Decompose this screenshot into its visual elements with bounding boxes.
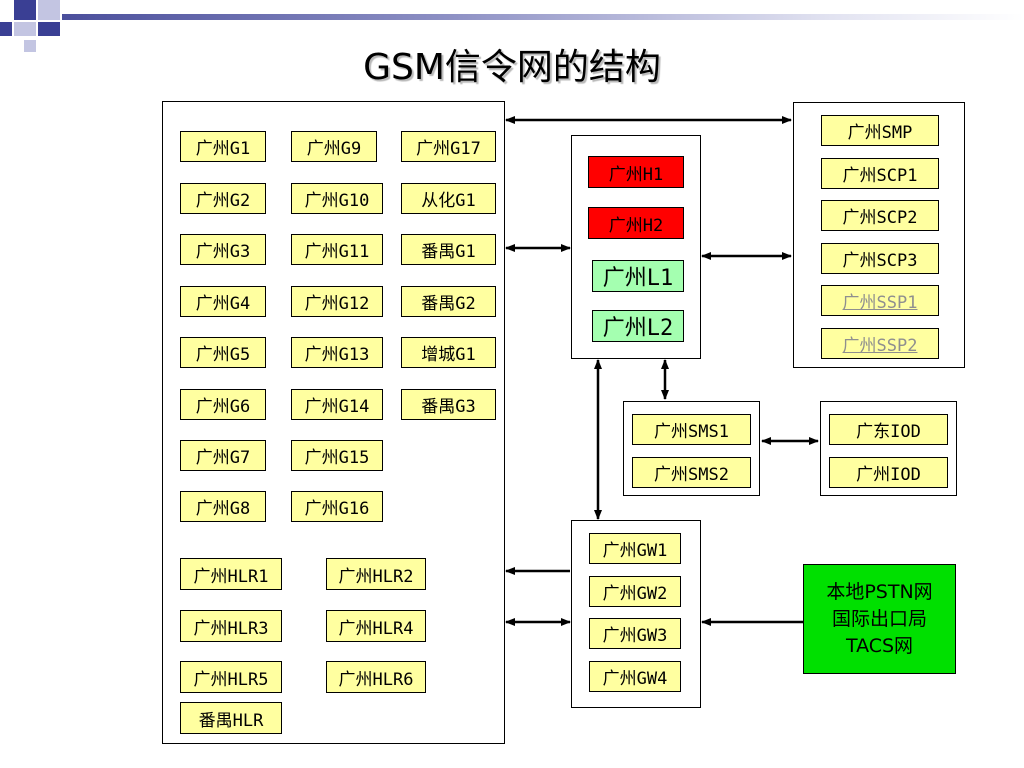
iod-node[interactable]: 广州IOD bbox=[829, 457, 948, 488]
hlr-node[interactable]: 广州HLR4 bbox=[326, 610, 426, 642]
header-bar bbox=[62, 14, 1024, 20]
gmsc-node[interactable]: 广州G5 bbox=[180, 337, 266, 368]
hlr-node[interactable]: 广州HLR1 bbox=[180, 558, 282, 590]
gmsc-node[interactable]: 广州G4 bbox=[180, 286, 266, 317]
ssp-node[interactable]: 广州SSP2 bbox=[821, 328, 939, 359]
hlr-node[interactable]: 番禺HLR bbox=[180, 702, 282, 734]
iod-panel: 广东IOD 广州IOD bbox=[820, 401, 957, 496]
scp-panel: 广州SMP 广州SCP1 广州SCP2 广州SCP3 广州SSP1 广州SSP2 bbox=[793, 102, 965, 368]
gmsc-node[interactable]: 番禺G1 bbox=[401, 234, 496, 265]
iod-node[interactable]: 广东IOD bbox=[829, 414, 948, 445]
lstp-node[interactable]: 广州L1 bbox=[592, 260, 684, 292]
stp-panel: 广州H1 广州H2 广州L1 广州L2 bbox=[571, 135, 701, 359]
gw-panel: 广州GW1 广州GW2 广州GW3 广州GW4 bbox=[571, 520, 701, 708]
gmsc-node[interactable]: 广州G3 bbox=[180, 234, 266, 265]
gw-node[interactable]: 广州GW4 bbox=[589, 661, 681, 692]
gmsc-node[interactable]: 增城G1 bbox=[401, 337, 496, 368]
hstp-node[interactable]: 广州H1 bbox=[588, 156, 684, 188]
corner-square-1 bbox=[14, 0, 36, 20]
corner-square-2 bbox=[38, 0, 60, 20]
sms-node[interactable]: 广州SMS2 bbox=[632, 457, 751, 488]
gmsc-node[interactable]: 广州G9 bbox=[291, 131, 377, 162]
gmsc-node[interactable]: 番禺G2 bbox=[401, 286, 496, 317]
gmsc-node[interactable]: 广州G2 bbox=[180, 183, 266, 214]
hstp-node[interactable]: 广州H2 bbox=[588, 207, 684, 239]
scp-node[interactable]: 广州SCP1 bbox=[821, 158, 939, 189]
gmsc-node[interactable]: 广州G12 bbox=[291, 286, 383, 317]
lstp-node[interactable]: 广州L2 bbox=[592, 310, 684, 342]
gmsc-node[interactable]: 广州G10 bbox=[291, 183, 383, 214]
scp-node[interactable]: 广州SCP3 bbox=[821, 243, 939, 274]
hlr-node[interactable]: 广州HLR3 bbox=[180, 610, 282, 642]
hlr-node[interactable]: 广州HLR5 bbox=[180, 661, 282, 693]
corner-square-4 bbox=[38, 22, 60, 36]
gmsc-node[interactable]: 从化G1 bbox=[401, 183, 496, 214]
scp-node[interactable]: 广州SCP2 bbox=[821, 200, 939, 231]
external-network-line: 本地PSTN网 bbox=[826, 580, 933, 603]
corner-square-6 bbox=[24, 40, 36, 52]
external-network-line: 国际出口局 bbox=[831, 607, 927, 630]
gmsc-node[interactable]: 广州G8 bbox=[180, 491, 266, 522]
gw-node[interactable]: 广州GW3 bbox=[589, 618, 681, 649]
gmsc-node[interactable]: 广州G13 bbox=[291, 337, 383, 368]
smp-node[interactable]: 广州SMP bbox=[821, 115, 939, 146]
corner-square-3 bbox=[14, 22, 36, 36]
gw-node[interactable]: 广州GW2 bbox=[589, 576, 681, 607]
gmsc-node[interactable]: 广州G11 bbox=[291, 234, 383, 265]
gmsc-node[interactable]: 广州G14 bbox=[291, 389, 383, 420]
gmsc-node[interactable]: 番禺G3 bbox=[401, 389, 496, 420]
sms-panel: 广州SMS1 广州SMS2 bbox=[623, 401, 760, 496]
gmsc-node[interactable]: 广州G15 bbox=[291, 440, 383, 471]
gmsc-node[interactable]: 广州G17 bbox=[401, 131, 496, 162]
external-network-line: TACS网 bbox=[845, 634, 914, 657]
msc-panel: 广州G1 广州G9 广州G17 广州G2 广州G10 从化G1 广州G3 广州G… bbox=[162, 101, 505, 744]
gmsc-node[interactable]: 广州G16 bbox=[291, 491, 383, 522]
gmsc-node[interactable]: 广州G1 bbox=[180, 131, 266, 162]
corner-square-5 bbox=[0, 22, 12, 36]
hlr-node[interactable]: 广州HLR6 bbox=[326, 661, 426, 693]
external-network-box[interactable]: 本地PSTN网 国际出口局 TACS网 bbox=[803, 564, 956, 674]
ssp-node[interactable]: 广州SSP1 bbox=[821, 285, 939, 316]
hlr-node[interactable]: 广州HLR2 bbox=[326, 558, 426, 590]
slide-title: GSM信令网的结构 bbox=[363, 47, 661, 88]
gw-node[interactable]: 广州GW1 bbox=[589, 533, 681, 564]
sms-node[interactable]: 广州SMS1 bbox=[632, 414, 751, 445]
gmsc-node[interactable]: 广州G7 bbox=[180, 440, 266, 471]
gmsc-node[interactable]: 广州G6 bbox=[180, 389, 266, 420]
